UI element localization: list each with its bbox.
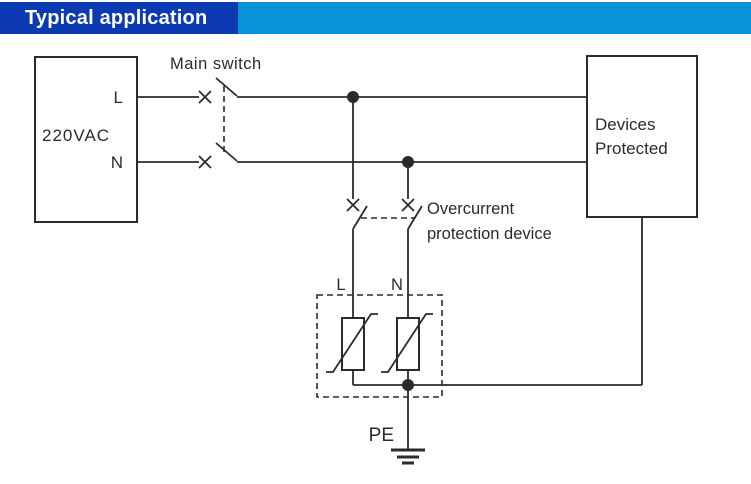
overcurrent-label-line2: protection device [427, 225, 552, 243]
overcurrent-live-x-icon [346, 198, 360, 212]
overcurrent-label-line1: Overcurrent [427, 200, 515, 218]
varistor-neutral [381, 313, 433, 385]
main-switch-live-pole [137, 77, 587, 104]
main-switch-label: Main switch [170, 55, 262, 73]
devices-label-line2: Protected [595, 139, 668, 158]
source-voltage-label: 220VAC [42, 126, 110, 145]
varistor-neutral-stroke [381, 313, 433, 373]
spd-neutral-label: N [391, 276, 403, 294]
pe-label: PE [369, 425, 394, 446]
overcurrent-live-pole [346, 198, 368, 318]
neutral-switch-blade [215, 142, 238, 162]
devices-box-group: Devices Protected [586, 55, 698, 218]
devices-box [586, 55, 698, 218]
spd-enclosure [316, 294, 443, 398]
source-neutral-label: N [111, 153, 123, 172]
varistor-live-stroke [326, 313, 378, 373]
source-box-group: L 220VAC N [34, 56, 138, 223]
source-live-label: L [114, 88, 123, 107]
overcurrent-neutral-x-icon [401, 198, 415, 212]
section-banner: Typical application [0, 2, 751, 34]
section-title: Typical application [25, 6, 208, 29]
live-contact-x-icon [198, 90, 212, 104]
main-switch-neutral-pole [137, 142, 587, 169]
overcurrent-live-blade [352, 205, 368, 230]
varistor-live-body [341, 317, 365, 371]
varistor-live [326, 313, 378, 385]
neutral-contact-x-icon [198, 155, 212, 169]
ground-icon [391, 448, 425, 465]
devices-label-line1: Devices [595, 115, 655, 134]
live-switch-blade [215, 77, 238, 97]
section-banner-accent: Typical application [0, 2, 238, 34]
source-box [34, 56, 138, 223]
overcurrent-neutral-pole [401, 198, 423, 318]
spd-live-label: L [336, 276, 345, 294]
varistor-neutral-body [396, 317, 420, 371]
overcurrent-neutral-blade [407, 205, 423, 230]
